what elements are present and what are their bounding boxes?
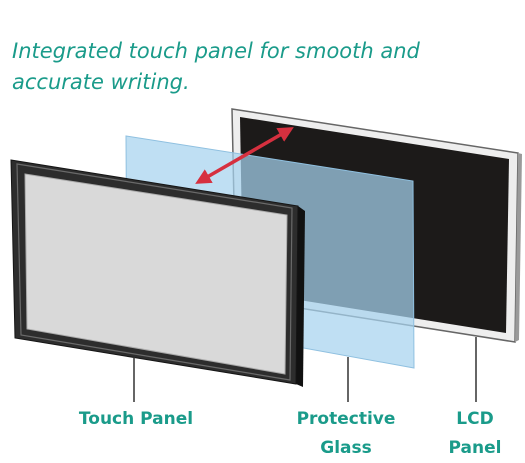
touch-panel-label-text: Touch Panel <box>78 409 194 429</box>
protective-glass-label: Protective Glass <box>290 405 402 463</box>
touch-panel-frame-highlight <box>16 163 293 381</box>
touch-panel-screen <box>24 173 288 375</box>
protective-glass-label-line-1: Protective <box>296 409 396 429</box>
headline: Integrated touch panel for smooth and ac… <box>12 36 512 98</box>
gap-double-arrow <box>195 127 294 184</box>
layer-diagram <box>10 108 522 402</box>
headline-line-2: accurate writing. <box>12 70 190 94</box>
lcd-panel-label: LCD Panel <box>440 405 510 463</box>
touch-panel <box>10 159 305 402</box>
headline-line-1: Integrated touch panel for smooth and <box>12 39 420 63</box>
protective-glass-label-line-2: Glass <box>320 438 372 458</box>
lcd-panel-edge <box>515 153 522 342</box>
lcd-panel-label-line-1: LCD <box>456 409 494 429</box>
lcd-panel-label-line-2: Panel <box>448 438 502 458</box>
touch-panel-frame-side <box>296 206 305 387</box>
touch-panel-label: Touch Panel <box>74 405 198 434</box>
